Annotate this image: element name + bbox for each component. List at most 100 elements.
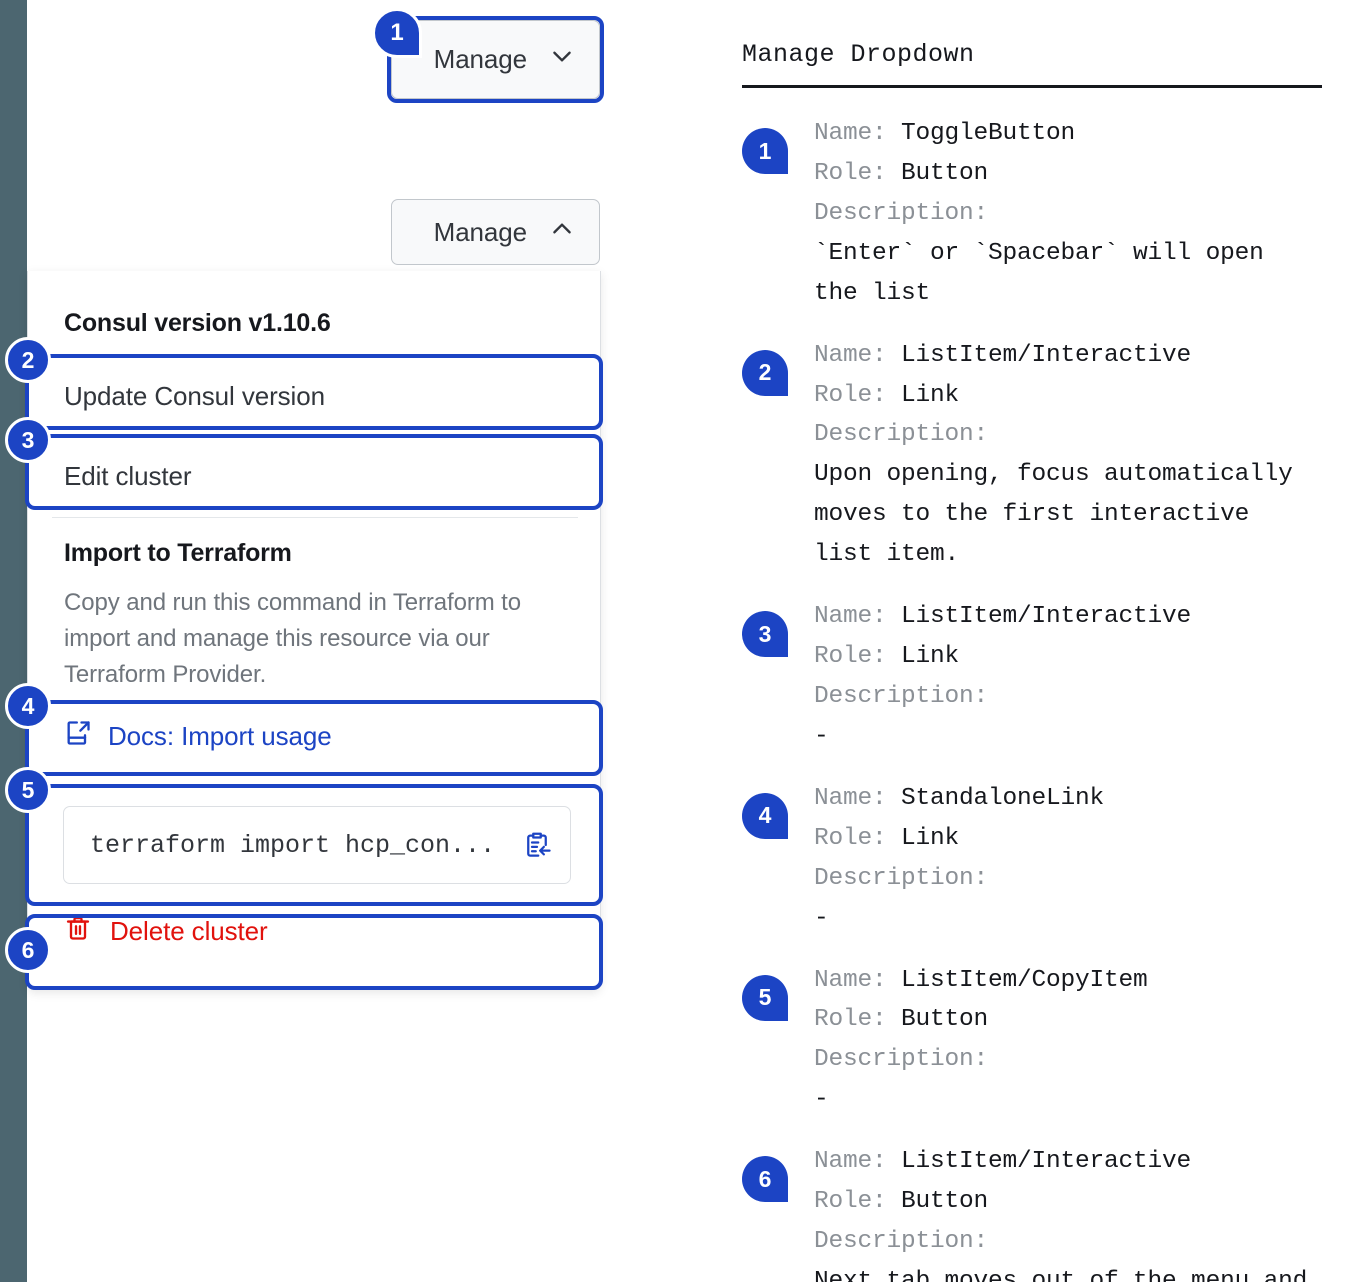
- menu-item-label: Update Consul version: [64, 380, 325, 411]
- doc-entry-name-value: ListItem/CopyItem: [901, 966, 1148, 994]
- doc-panel-divider: [742, 85, 1322, 88]
- doc-entry-description-label: Description:: [814, 1046, 989, 1074]
- doc-entry-role-label: Role:: [814, 824, 902, 852]
- doc-entry-role-label: Role:: [814, 381, 902, 409]
- doc-entry-role-value: Button: [901, 1006, 989, 1034]
- doc-entry-description-value: Next tab moves out of the menu and to th…: [814, 1267, 1308, 1282]
- doc-entry-marker-2: 2: [742, 349, 788, 396]
- docs-import-usage-link[interactable]: Docs: Import usage: [64, 719, 332, 754]
- annotation-marker-2: 2: [5, 337, 51, 383]
- doc-entry-description-label: Description:: [814, 864, 989, 892]
- external-link-docs-icon: [64, 719, 92, 754]
- doc-entry-description-value: `Enter` or `Spacebar` will open the list: [814, 239, 1264, 307]
- doc-entry-description-label: Description:: [814, 682, 989, 710]
- annotation-marker-1: 1: [372, 8, 422, 58]
- doc-entry-description-value: -: [814, 1086, 829, 1114]
- import-to-terraform-description: Copy and run this command in Terraform t…: [64, 589, 521, 688]
- doc-entry-role-value-row: Role: Link: [814, 376, 1293, 416]
- consul-version-header: Consul version v1.10.6: [64, 309, 331, 337]
- clipboard-copy-icon[interactable]: [522, 830, 552, 860]
- menu-item-update-consul-version[interactable]: Update Consul version: [28, 356, 600, 436]
- annotation-marker-3: 3: [5, 417, 51, 463]
- doc-panel-title: Manage Dropdown: [742, 40, 975, 69]
- doc-entry-marker-3: 3: [742, 611, 788, 658]
- doc-entry-name-value: StandaloneLink: [901, 784, 1105, 812]
- doc-entry-role-value: Button: [901, 1188, 989, 1216]
- doc-entry-name-value-row: Name: StandaloneLink: [814, 779, 1104, 819]
- doc-entry-name-value-row: Name: ListItem/CopyItem: [814, 961, 1148, 1001]
- doc-entry-role-value-row: Role: Button: [814, 1000, 1148, 1040]
- doc-entry-role-label: Role:: [814, 159, 902, 187]
- doc-entry-name-label: Name:: [814, 341, 902, 369]
- doc-entry-description-label: Description:: [814, 199, 989, 227]
- terraform-command-value: terraform import hcp_con...: [90, 830, 496, 860]
- doc-entry-name-label: Name:: [814, 120, 902, 147]
- manage-dropdown-toggle-collapsed[interactable]: Manage: [391, 20, 600, 99]
- menu-item-delete-cluster[interactable]: Delete cluster: [64, 914, 268, 949]
- doc-entry-name-label: Name:: [814, 1148, 902, 1176]
- trash-icon: [64, 914, 92, 949]
- doc-entry-role-value: Link: [901, 643, 960, 671]
- manage-button-label: Manage: [433, 44, 527, 74]
- doc-entry-description-value: -: [814, 722, 829, 750]
- menu-item-edit-cluster[interactable]: Edit cluster: [28, 436, 600, 516]
- annotation-marker-4: 4: [5, 683, 51, 729]
- doc-entry-name-value: ToggleButton: [901, 120, 1076, 147]
- doc-entry-marker-4: 4: [742, 792, 788, 839]
- menu-item-label: Edit cluster: [64, 460, 192, 491]
- doc-entry-description-value: Upon opening, focus automatically moves …: [814, 461, 1293, 569]
- doc-entry-role-label: Role:: [814, 643, 902, 671]
- doc-entry-role-value-row: Role: Button: [814, 154, 1264, 194]
- import-to-terraform-title: Import to Terraform: [64, 539, 292, 567]
- docs-link-label: Docs: Import usage: [108, 721, 332, 751]
- doc-entry-role-value-row: Role: Link: [814, 819, 1104, 859]
- doc-entry-description-value: -: [814, 904, 829, 932]
- doc-entry-marker-1: 1: [742, 128, 788, 174]
- chevron-up-icon: [549, 216, 575, 249]
- doc-entry-description-label: Description:: [814, 421, 989, 449]
- doc-entry-name-value: ListItem/Interactive: [901, 603, 1192, 631]
- doc-entry-name-value-row: Name: ListItem/Interactive: [814, 336, 1293, 376]
- chevron-down-icon: [549, 43, 575, 76]
- manage-button-label: Manage: [433, 216, 527, 247]
- doc-entry-name-value: ListItem/Interactive: [901, 1148, 1192, 1176]
- doc-entry-marker-5: 5: [742, 974, 788, 1021]
- doc-entry-role-value: Link: [901, 381, 960, 409]
- doc-entry-role-label: Role:: [814, 1188, 902, 1216]
- menu-divider: [52, 517, 578, 518]
- left-navigation-rail: [0, 0, 27, 1282]
- delete-cluster-label: Delete cluster: [110, 916, 268, 946]
- doc-entry-role-value: Button: [901, 159, 989, 187]
- doc-entry-name-value-row: Name: ListItem/Interactive: [814, 1142, 1307, 1182]
- terraform-import-command-box[interactable]: terraform import hcp_con...: [63, 806, 571, 884]
- annotation-marker-6: 6: [5, 927, 51, 973]
- doc-entry-role-value-row: Role: Button: [814, 1182, 1307, 1222]
- annotation-marker-5: 5: [5, 767, 51, 813]
- doc-entry-role-value-row: Role: Link: [814, 637, 1191, 677]
- doc-entry-name-value: ListItem/Interactive: [901, 341, 1192, 369]
- doc-entry-name-value-row: Name: ListItem/Interactive: [814, 597, 1191, 637]
- manage-dropdown-toggle-expanded[interactable]: Manage: [391, 199, 600, 265]
- doc-entry-description-label: Description:: [814, 1228, 989, 1256]
- doc-entry-role-label: Role:: [814, 1006, 902, 1034]
- manage-dropdown-menu: Consul version v1.10.6 Update Consul ver…: [27, 271, 601, 990]
- doc-entry-marker-6: 6: [742, 1156, 788, 1203]
- doc-entry-name-value-row: Name: ToggleButton: [814, 114, 1264, 154]
- doc-entry-name-label: Name:: [814, 784, 902, 812]
- doc-entry-name-label: Name:: [814, 966, 902, 994]
- doc-entry-role-value: Link: [901, 824, 960, 852]
